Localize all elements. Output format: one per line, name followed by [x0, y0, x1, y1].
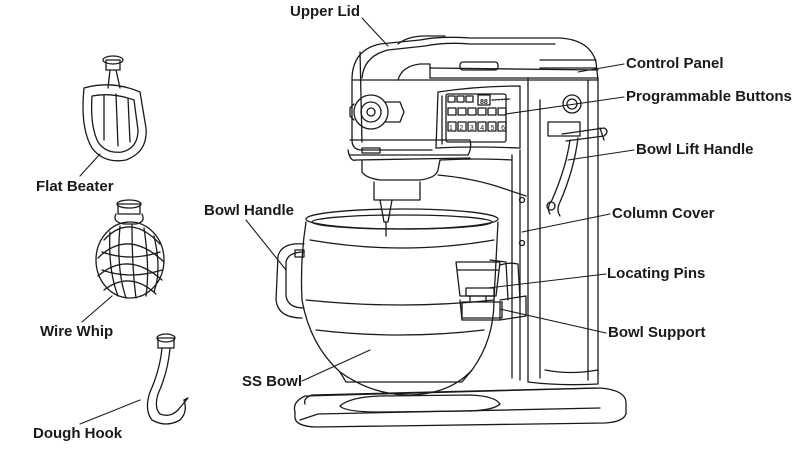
bowl-lift-handle [546, 127, 608, 217]
mixer-base [293, 387, 627, 428]
label-ss-bowl: SS Bowl [242, 373, 303, 390]
mixer-column [511, 77, 599, 386]
label-bowl-support: Bowl Support [608, 324, 706, 341]
label-locating-pins: Locating Pins [607, 265, 706, 282]
leader-lines [79, 17, 635, 425]
control-panel-number-row: 1 2 3 4 5 6 [449, 125, 505, 132]
label-bowl-lift-handle: Bowl Lift Handle [636, 141, 754, 158]
label-wire-whip: Wire Whip [40, 323, 114, 340]
label-flat-beater: Flat Beater [36, 178, 114, 195]
bowl-support [459, 259, 527, 321]
bowl-handle [275, 243, 305, 319]
label-bowl-handle: Bowl Handle [204, 202, 295, 219]
control-panel-readout: 88 [480, 99, 488, 106]
label-upper-lid: Upper Lid [290, 3, 360, 20]
dough-hook [146, 333, 189, 425]
control-panel [435, 85, 521, 149]
mixer-head [347, 35, 599, 237]
flat-beater [82, 55, 147, 162]
ss-bowl [300, 208, 499, 396]
locating-pins [455, 261, 501, 303]
speed-knob [349, 94, 405, 130]
label-column-cover: Column Cover [612, 205, 715, 222]
label-control-panel: Control Panel [626, 55, 724, 72]
wire-whip [95, 199, 165, 299]
label-programmable-buttons: Programmable Buttons [626, 88, 792, 105]
label-dough-hook: Dough Hook [33, 425, 123, 442]
